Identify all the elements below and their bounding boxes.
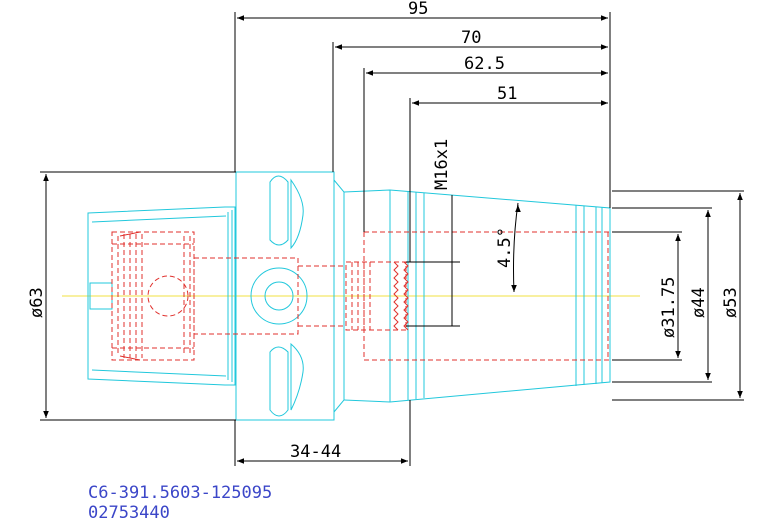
part-number: C6-391.5603-125095 bbox=[88, 483, 272, 503]
dimension-lines bbox=[40, 12, 744, 466]
order-code: 02753440 bbox=[88, 503, 170, 523]
dim-length-62-5: 62.5 bbox=[464, 54, 505, 74]
tool-outline bbox=[87, 171, 611, 421]
hidden-lines bbox=[111, 231, 610, 361]
dim-diameter-53: ø53 bbox=[721, 287, 741, 318]
dim-bore-diameter: ø31.75 bbox=[659, 277, 679, 338]
dim-overall-length: 95 bbox=[408, 0, 428, 19]
dim-thread: M16x1 bbox=[432, 139, 452, 190]
dim-gauge-range: 34-44 bbox=[290, 442, 341, 462]
dim-diameter-44: ø44 bbox=[689, 287, 709, 318]
dim-flange-diameter: ø63 bbox=[27, 287, 47, 318]
dim-length-51: 51 bbox=[497, 84, 517, 104]
dim-length-70: 70 bbox=[461, 28, 481, 48]
dim-taper-angle: 4.5° bbox=[495, 227, 515, 268]
